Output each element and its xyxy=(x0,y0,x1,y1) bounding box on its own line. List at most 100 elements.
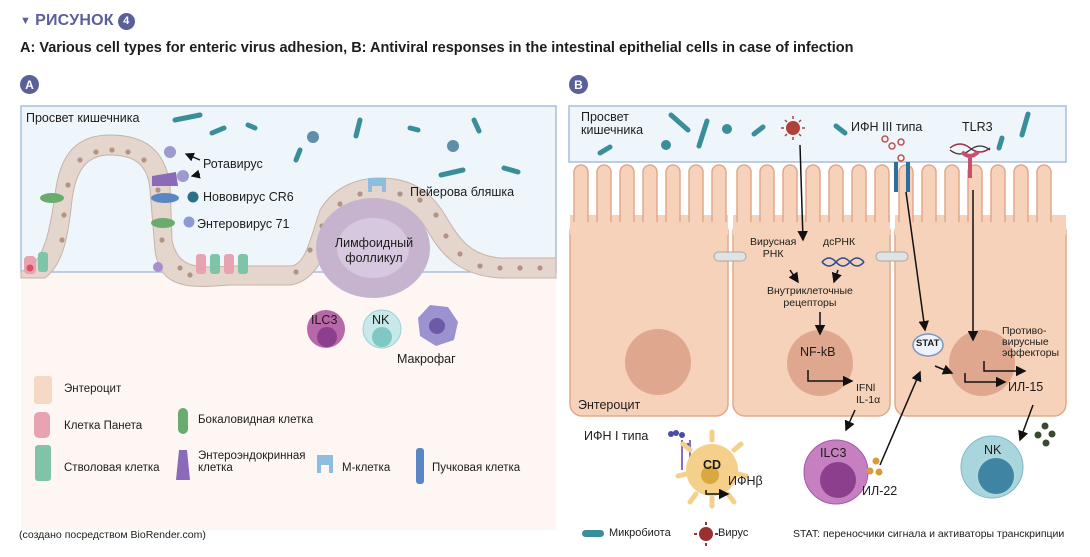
microvillus xyxy=(944,164,960,222)
ifn3-receptor-icon xyxy=(881,135,910,192)
dendritic-cell-icon xyxy=(153,262,163,272)
panel-a xyxy=(20,105,557,530)
goblet-cell xyxy=(40,193,64,203)
dsrna-icon xyxy=(821,257,865,267)
stem-cell xyxy=(38,252,48,272)
legend-enteroendocrine-icon xyxy=(176,450,190,480)
enterocyte-label-b: Энтероцит xyxy=(578,398,641,412)
credit-label: (создано посредством BioRender.com) xyxy=(19,529,206,541)
figure-subtitle: A: Various cell types for enteric virus … xyxy=(20,40,854,56)
legend-tuft-label: Пучковая клетка xyxy=(432,462,521,474)
panel-a-lumen-label: Просвет кишечника xyxy=(26,111,140,125)
figure-number-badge: 4 xyxy=(117,12,135,30)
microbe xyxy=(307,131,319,143)
virus-icon xyxy=(781,116,805,140)
microbiota-group xyxy=(172,112,521,178)
microvillus xyxy=(665,164,681,222)
legend-stem-icon xyxy=(35,445,51,481)
nk-label-b: NK xyxy=(984,443,1002,457)
dendritic-cell xyxy=(675,429,749,509)
tuft-cell xyxy=(151,193,179,203)
legend-paneth-icon xyxy=(34,412,50,438)
intracellular-receptors-label: Внутриклеточные рецепторы xyxy=(767,285,853,310)
legend-tuft-icon xyxy=(416,448,424,484)
legend-m-cell-icon xyxy=(317,455,333,473)
pathway-arrows xyxy=(788,144,1034,466)
rotavirus-label: Ротавирус xyxy=(203,157,263,171)
nfkb-nucleus xyxy=(787,330,853,396)
enterovirus-label: Энтеровирус 71 xyxy=(197,217,290,231)
panel-b-lumen-label: Просвет кишечника xyxy=(581,110,644,138)
paneth-cell xyxy=(196,254,206,274)
norovirus-icon xyxy=(187,191,199,203)
microvillus xyxy=(851,164,867,222)
rotavirus-icon xyxy=(177,170,189,182)
panel-a-badge: A xyxy=(20,75,39,94)
ilc3-label-a: ILC3 xyxy=(311,313,338,327)
legend-goblet-label: Бокаловидная клетка xyxy=(198,414,314,426)
ifn3-label: ИФН III типа xyxy=(851,120,923,134)
legend-virus-label: Вирус xyxy=(718,527,749,539)
microvillus xyxy=(782,164,798,222)
stem-cell xyxy=(238,254,248,274)
legend-paneth-label: Клетка Панета xyxy=(64,420,143,432)
microvillus xyxy=(874,164,890,222)
microvillus xyxy=(828,164,844,222)
il22-label: ИЛ-22 xyxy=(862,484,898,498)
il15-label: ИЛ-15 xyxy=(1008,380,1044,394)
ifnb-label: ИФНβ xyxy=(728,474,763,488)
cd-label: CD xyxy=(703,458,722,472)
nfkb-label: NF-kB xyxy=(800,345,836,359)
legend-microbiota-icon xyxy=(582,530,604,537)
legend-virus-icon xyxy=(694,522,718,546)
legend-stem-label: Стволовая клетка xyxy=(64,462,160,474)
peyer-patch-label: Пейерова бляшка xyxy=(410,185,515,199)
ifnl-il1a-label: IFNl IL-1α xyxy=(856,382,881,407)
legend-microbiota-label: Микробиота xyxy=(609,527,671,539)
legend-m-cell-label: М-клетка xyxy=(342,462,391,474)
microvillus xyxy=(688,164,704,222)
microvillus xyxy=(711,164,727,222)
microbiota-group xyxy=(597,111,1031,156)
legend-enterocyte-label: Энтероцит xyxy=(64,383,122,395)
tight-junction xyxy=(875,251,909,262)
enteroendocrine-cell xyxy=(152,172,178,186)
microvillus xyxy=(736,164,752,222)
stat-oval xyxy=(912,333,944,357)
arrow xyxy=(184,152,201,162)
stem-cell xyxy=(210,254,220,274)
figure-label-text: РИСУНОК xyxy=(35,12,114,29)
ilc3-label-b: ILC3 xyxy=(820,446,847,460)
stat-label: STAT xyxy=(916,338,940,349)
rotavirus-icon xyxy=(164,146,176,158)
tlr3-icon xyxy=(949,143,991,178)
panel-b-badge: B xyxy=(569,75,588,94)
ifn1-label: ИФН I типа xyxy=(584,429,649,443)
microvillus xyxy=(805,164,821,222)
microvillus xyxy=(1013,164,1029,222)
microvillus xyxy=(642,164,658,222)
enterocyte-nucleus xyxy=(625,329,691,395)
tlr3-label: TLR3 xyxy=(962,120,993,134)
m-cell xyxy=(368,178,386,192)
dsrna-label: дсРНК xyxy=(823,236,856,248)
norovirus-label: Нововирус CR6 xyxy=(203,190,294,204)
microvillus xyxy=(1036,164,1052,222)
microvillus xyxy=(619,164,635,222)
panel-b-lumen xyxy=(568,105,1067,163)
paneth-cell-nucleus xyxy=(26,264,34,272)
arrow xyxy=(190,169,201,179)
microvillus xyxy=(990,164,1006,222)
legend-enterocyte-icon xyxy=(34,376,52,404)
microbe xyxy=(447,140,459,152)
microvillus xyxy=(921,164,937,222)
macrophage-label: Макрофаг xyxy=(397,352,456,366)
microvillus xyxy=(573,164,589,222)
tight-junction xyxy=(713,251,747,262)
microvillus xyxy=(596,164,612,222)
microbe xyxy=(661,140,671,150)
legend-goblet-icon xyxy=(178,408,188,434)
il15-molecules xyxy=(1034,422,1056,447)
nk-label-a: NK xyxy=(372,313,390,327)
